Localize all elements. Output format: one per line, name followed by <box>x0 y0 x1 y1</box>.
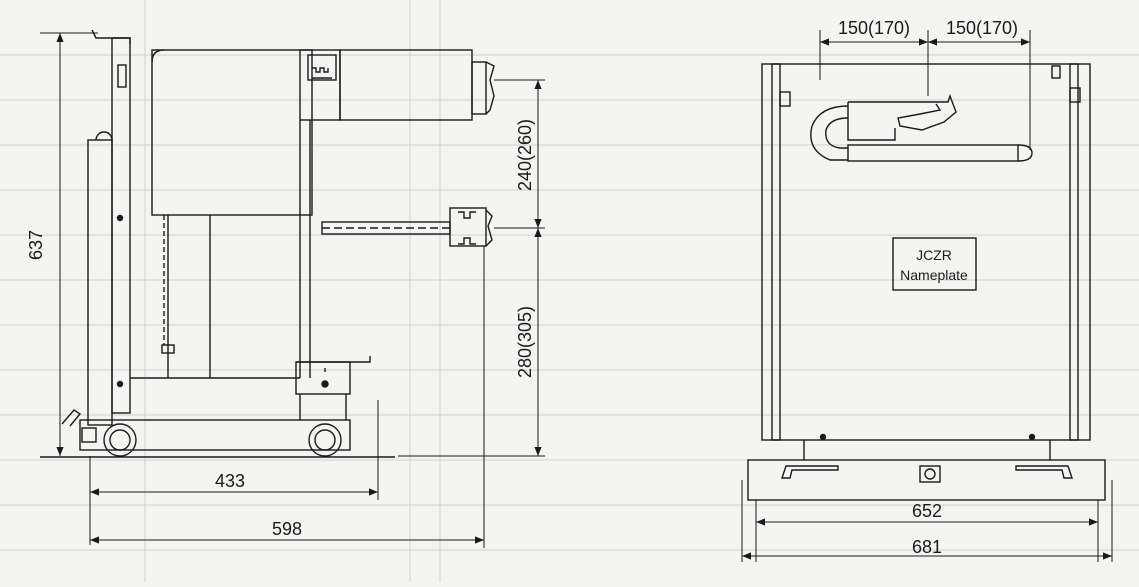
upper-contact <box>471 61 487 115</box>
front-frame <box>761 63 1091 441</box>
base-lock <box>919 465 941 483</box>
upper-arm <box>339 49 473 121</box>
dim-label-150-left: 150(170) <box>838 18 910 38</box>
leg-plunger <box>161 344 175 354</box>
lower-contact-jaw <box>485 209 493 247</box>
top-hook <box>91 29 131 44</box>
nameplate <box>892 237 977 291</box>
dim-label-280: 280(305) <box>515 306 535 378</box>
wheel-left <box>103 423 137 457</box>
dim-label-240: 240(260) <box>515 119 535 191</box>
marker-dot <box>1028 433 1036 441</box>
foot-pedal <box>61 409 82 427</box>
marker-dot <box>819 433 827 441</box>
cart-bracket <box>296 356 371 363</box>
upper-connector-box <box>307 54 337 81</box>
nameplate-title: JCZR <box>916 247 952 263</box>
side-handle <box>117 64 127 88</box>
left-inner-rail <box>771 63 781 441</box>
upper-busbar <box>848 93 957 131</box>
dim-label-433: 433 <box>215 471 245 491</box>
right-inner-rail <box>1069 63 1079 441</box>
marker-dot <box>321 380 329 388</box>
left-column-cap <box>95 131 113 141</box>
marker-dot <box>116 214 124 222</box>
wheel-right <box>308 423 342 457</box>
side-dimensions <box>40 32 545 548</box>
dim-label-598: 598 <box>272 519 302 539</box>
front-dimensions <box>741 30 1113 562</box>
marker-dot <box>116 380 124 388</box>
upper-housing <box>299 49 341 121</box>
top-right-bracket <box>1051 65 1061 79</box>
top-left-bracket <box>779 91 791 107</box>
dim-label-150-right: 150(170) <box>946 18 1018 38</box>
side-view <box>40 29 495 458</box>
nameplate-label: Nameplate <box>900 267 968 283</box>
connector-teeth <box>312 67 329 73</box>
side-frame-post <box>111 37 131 414</box>
breaker-body <box>151 49 313 216</box>
upper-contact-jaw <box>485 61 495 115</box>
front-base <box>747 459 1106 501</box>
busbar-loop <box>810 105 849 161</box>
left-column <box>87 139 113 426</box>
lower-busbar <box>847 144 1019 162</box>
right-handle <box>1069 87 1081 103</box>
dim-label-652: 652 <box>912 501 942 521</box>
base-pad-right <box>1015 465 1073 479</box>
base-pad-left <box>781 465 839 479</box>
cart-handle-box <box>295 361 351 395</box>
cart-base <box>79 419 351 451</box>
lower-contact <box>449 207 487 247</box>
body-rounded-top <box>151 49 165 63</box>
dim-label-637: 637 <box>26 230 46 260</box>
front-view <box>747 63 1106 501</box>
dim-label-681: 681 <box>912 537 942 557</box>
